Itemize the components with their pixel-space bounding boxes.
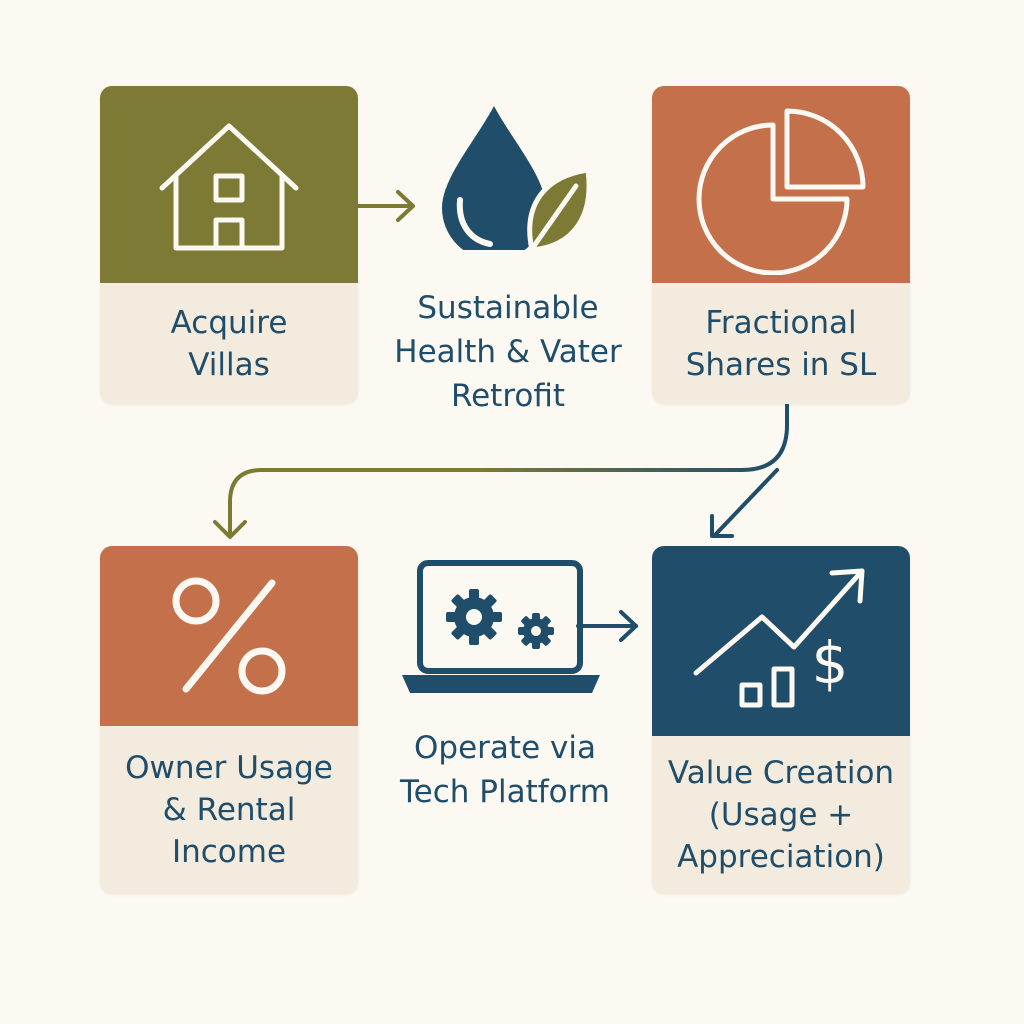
svg-text:$: $ bbox=[812, 629, 849, 697]
pie-chart-icon bbox=[696, 108, 866, 275]
laptop-gears-icon bbox=[402, 560, 600, 693]
step-label-acquire: Acquire Villas bbox=[170, 304, 288, 383]
percent-icon bbox=[172, 577, 286, 695]
water-drop-leaf-icon bbox=[442, 106, 592, 250]
step-label-retrofit: Sustainable Health & Vater Retrofit bbox=[394, 290, 622, 414]
house-icon bbox=[159, 123, 299, 250]
card-acquire-body: Acquire Villas bbox=[100, 283, 358, 404]
card-fractional-body: Fractional Shares in SL bbox=[652, 283, 910, 404]
step-label-owner: Owner Usage & Rental Income bbox=[125, 750, 333, 870]
step-label-operate: Operate via Tech Platform bbox=[399, 730, 611, 810]
step-card-fractional: Fractional Shares in SL bbox=[652, 86, 910, 404]
step-label-fractional: Fractional Shares in SL bbox=[685, 304, 877, 383]
card-fractional-header bbox=[652, 86, 910, 283]
card-value-body: Value Creation (Usage + Appreciation) bbox=[652, 736, 910, 894]
step-label-value: Value Creation (Usage + Appreciation) bbox=[667, 755, 895, 875]
arrow-fractional-to-value bbox=[710, 468, 779, 538]
step-card-value: $ Value Creation (Usage + Appreciation) bbox=[652, 546, 910, 894]
step-card-acquire: Acquire Villas bbox=[100, 86, 358, 404]
arrow-fractional-to-owner bbox=[213, 402, 789, 539]
card-acquire-header bbox=[100, 86, 358, 283]
card-value-header: $ bbox=[652, 546, 910, 736]
arrow-operate-to-value bbox=[576, 610, 638, 642]
card-owner-body: Owner Usage & Rental Income bbox=[100, 726, 358, 894]
arrow-acquire-to-retrofit bbox=[356, 190, 415, 222]
growth-chart-dollar-icon: $ bbox=[693, 568, 865, 708]
card-owner-header bbox=[100, 546, 358, 726]
step-card-owner: Owner Usage & Rental Income bbox=[100, 546, 358, 894]
